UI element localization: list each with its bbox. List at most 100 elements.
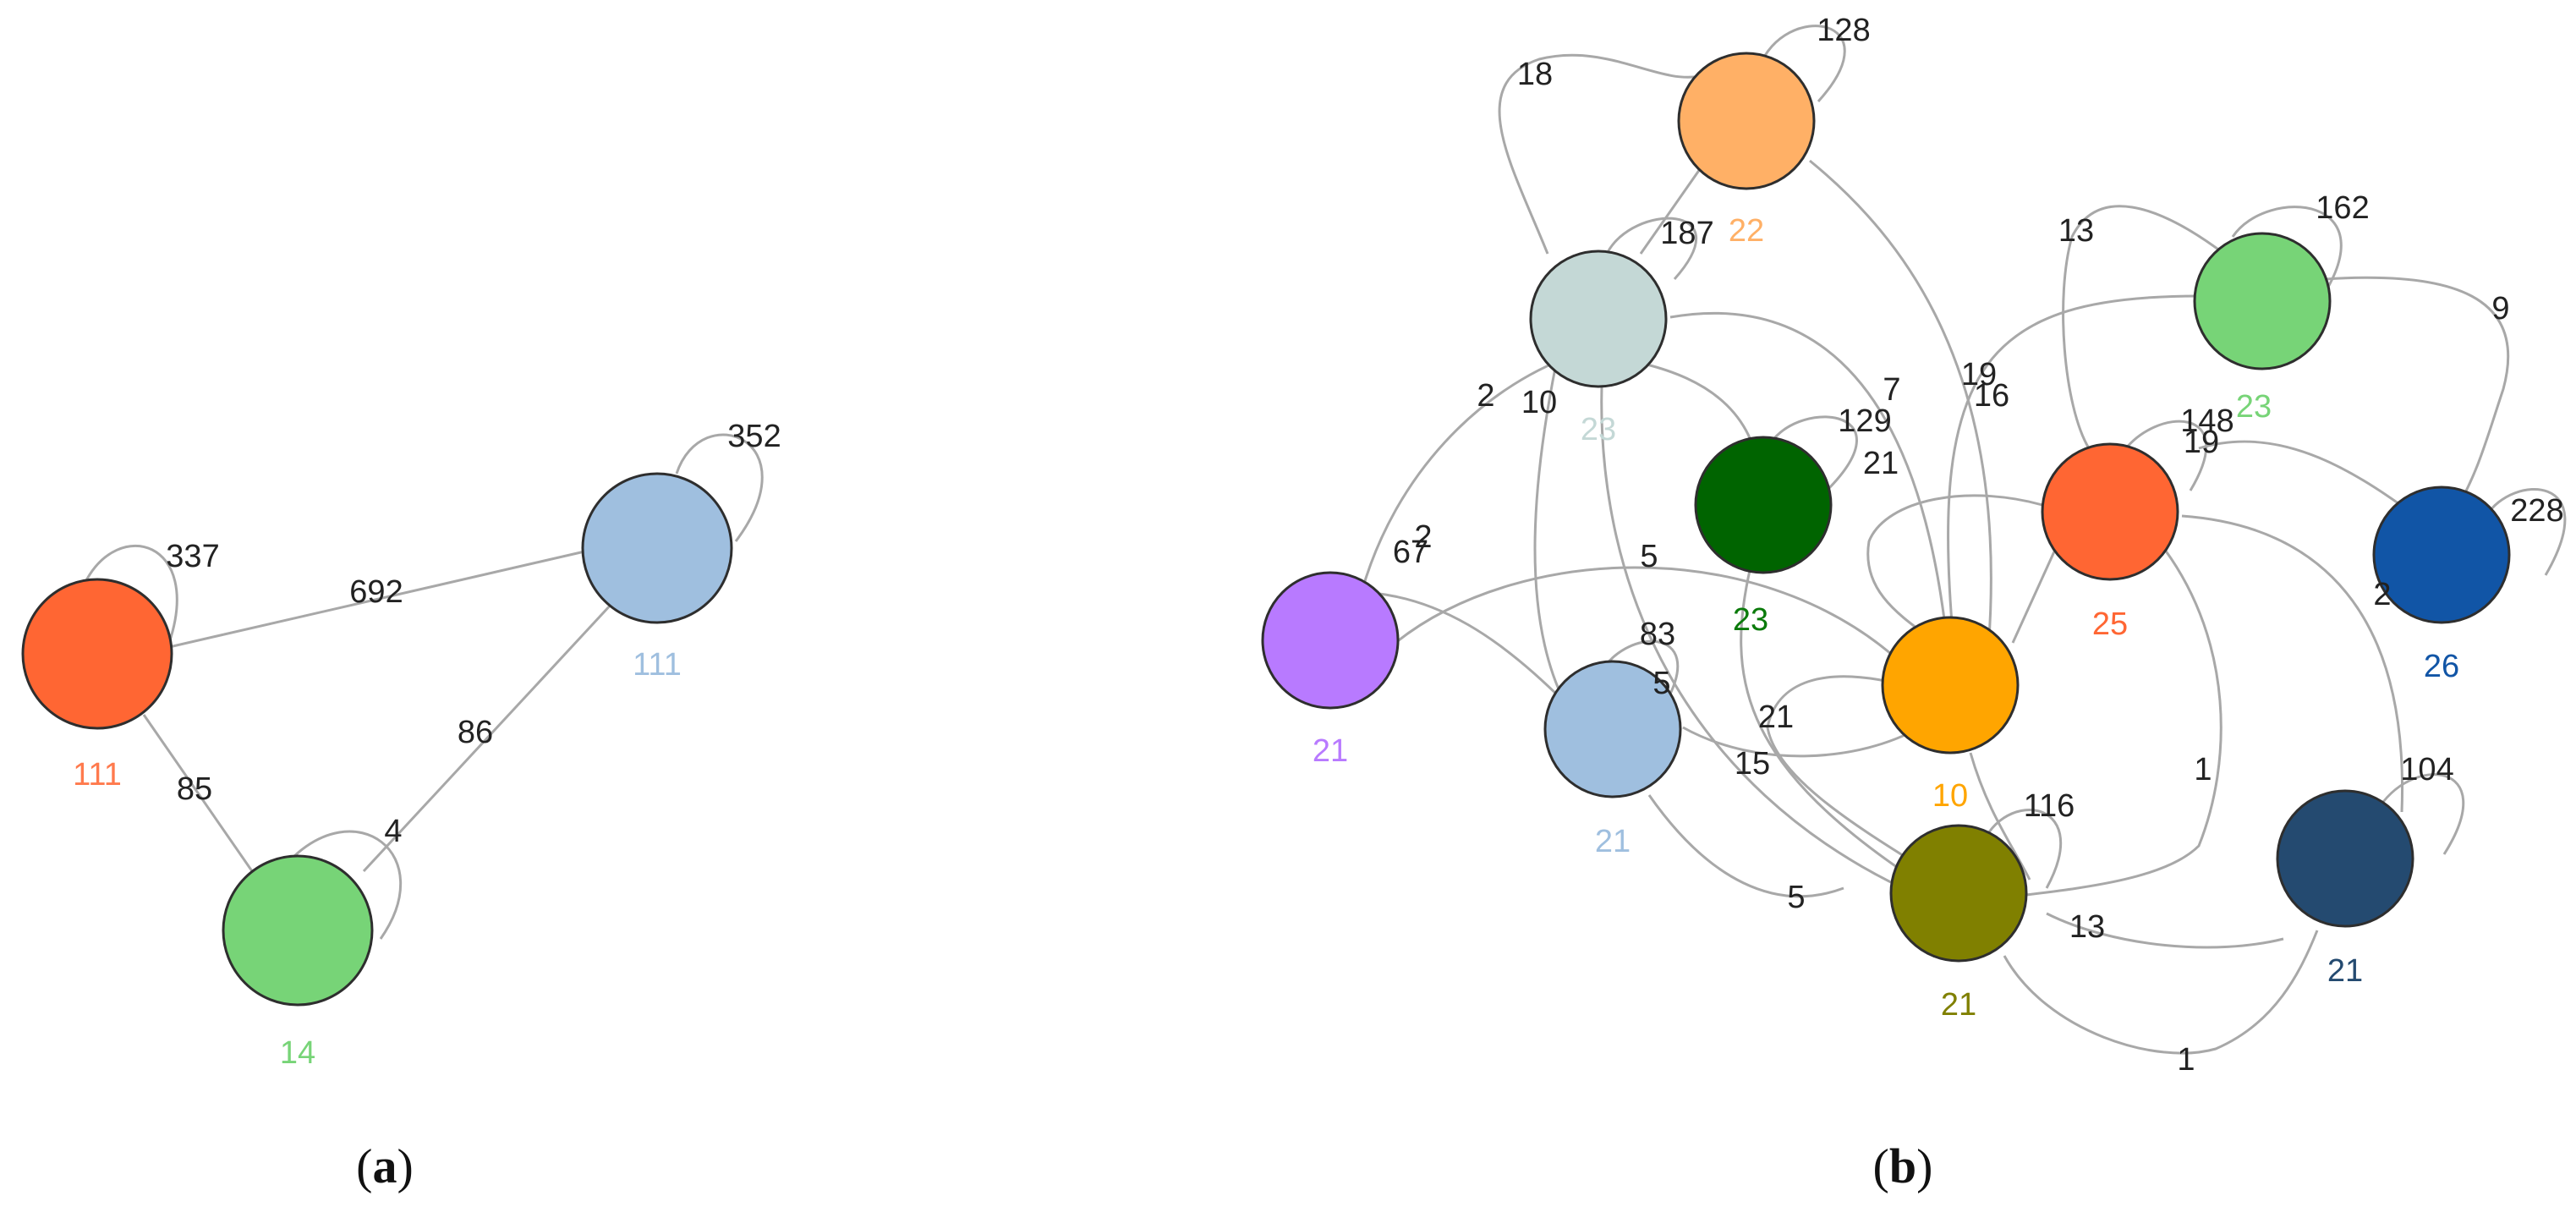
edge-lightblue-yellow: [1682, 726, 1921, 758]
node-lightblue: [1543, 660, 1682, 798]
edge-darkgreen-olive: [1740, 566, 1904, 873]
panel-a: 337 352 692 86 85 4 111 111 14 (a): [21, 419, 781, 1193]
weight-label: 16: [1974, 378, 2009, 414]
weight-label: 10: [1521, 385, 1557, 420]
edge-olive-navy-1: [2003, 930, 2319, 1055]
weight-label: 13: [2058, 213, 2094, 249]
edge-red-blue: [168, 548, 593, 649]
node-navy: [2276, 789, 2414, 928]
weight-label: 19: [2184, 425, 2219, 460]
edge-orange-gray: [1639, 168, 1702, 255]
weight-label: 7: [1883, 372, 1900, 408]
edge-olive-navy-13: [2046, 912, 2284, 949]
edge-lightgreen-yellow: [1947, 294, 2200, 644]
node-label-navy: 21: [2327, 953, 2363, 989]
weight-label: 5: [1640, 539, 1658, 574]
node-label-yellow: 10: [1932, 778, 1968, 814]
edge-gray-lightblue-10: [1533, 363, 1566, 703]
weight-label: 15: [1735, 746, 1770, 782]
weight-85: 85: [177, 771, 212, 807]
edge-yellow-self-loop: [1766, 675, 1929, 873]
weight-label: 187: [1660, 216, 1713, 251]
node-label-orange: 22: [1729, 213, 1764, 249]
node-label-red: 111: [73, 757, 122, 793]
panel-label-b: (b): [1873, 1138, 1933, 1193]
node-label-gray: 23: [1581, 412, 1616, 447]
edge-darkgreen-red: [1866, 494, 2052, 645]
weight-692: 692: [349, 574, 403, 610]
node-label-lightgreen: 23: [2236, 389, 2272, 425]
node-label-blue: 111: [633, 647, 682, 683]
weight-label: 19: [1961, 357, 1997, 392]
node-label-darkgreen: 23: [1733, 602, 1768, 638]
weight-337: 337: [166, 539, 219, 574]
weight-label: 116: [2024, 788, 2075, 824]
edge-red-yellow: [2011, 549, 2057, 644]
edge-gray-purple: [1360, 354, 1574, 593]
weight-label: 228: [2510, 493, 2563, 529]
weight-label: 9: [2491, 291, 2509, 326]
node-yellow: [1881, 616, 2020, 754]
node-gray: [1529, 250, 1668, 388]
edge-orange-self: [1757, 25, 1846, 103]
edge-red-navy: [2181, 514, 2404, 813]
node-label-lightblue: 21: [1595, 824, 1631, 859]
weight-label: 2: [1414, 519, 1432, 555]
edge-yellow-olive: [1969, 752, 2031, 881]
weight-label: 18: [1517, 57, 1553, 92]
self-loop-red: [83, 544, 178, 644]
node-label-blue: 26: [2424, 649, 2459, 684]
weight-label: 1: [2177, 1042, 2195, 1078]
edge-lightgreen-red: [2062, 205, 2225, 449]
weight-label: 5: [1652, 666, 1670, 701]
self-loop-blue: [675, 433, 764, 542]
node-red: [2041, 442, 2179, 581]
node-blue: [581, 472, 733, 624]
weight-label: 2: [2373, 577, 2391, 612]
panel-b: 22 23 23 23 25 26 21 10 21 21 21 128 18 …: [1261, 13, 2567, 1193]
panel-label-b-letter: b: [1889, 1138, 1916, 1193]
node-lightgreen: [2193, 232, 2332, 370]
weight-label: 67: [1393, 535, 1428, 570]
node-darkgreen: [1694, 436, 1833, 574]
node-label-olive: 21: [1941, 987, 1976, 1023]
edge-red-olive: [2012, 549, 2222, 898]
edge-darkgreen-self: [1766, 415, 1858, 492]
node-green: [222, 854, 374, 1007]
weight-label: 162: [2316, 190, 2369, 226]
weight-label: 13: [2069, 909, 2105, 945]
edge-gray-self: [1605, 217, 1698, 280]
node-label-purple: 21: [1313, 733, 1348, 769]
node-orange: [1677, 52, 1816, 190]
node-label-red: 25: [2092, 606, 2128, 642]
weight-label: 21: [1863, 446, 1899, 481]
weight-label: 2: [1477, 378, 1494, 414]
weight-label: 128: [1817, 13, 1870, 48]
edge-red-green: [142, 714, 260, 881]
weight-label: 148: [2180, 403, 2233, 439]
self-loop-green: [286, 830, 403, 940]
edge-orange-yellow: [1809, 159, 1992, 661]
edge-lightblue-olive: [1647, 794, 1844, 898]
edge-red-self: [2121, 420, 2208, 491]
edge-purple-lightblue: [1352, 590, 1566, 704]
node-red: [21, 578, 173, 730]
edge-navy-self: [2375, 773, 2465, 855]
weight-label: 129: [1838, 403, 1891, 439]
edge-gray-orange-18: [1498, 53, 1701, 255]
weight-label: 1: [2194, 752, 2212, 787]
node-blue: [2372, 486, 2511, 624]
weight-352: 352: [727, 419, 781, 454]
panel-label-a: (a): [356, 1138, 414, 1193]
edge-purple-yellow: [1395, 566, 1917, 678]
edge-gray-yellow: [1669, 311, 1947, 627]
node-purple: [1261, 571, 1400, 710]
edge-lightgreen-blue: [2325, 276, 2510, 517]
panel-label-a-letter: a: [373, 1138, 397, 1193]
weight-4: 4: [384, 814, 402, 849]
edge-blue-self: [2485, 487, 2567, 576]
edge-lightblue-self: [1597, 639, 1680, 703]
weight-label: 21: [1758, 700, 1794, 735]
edge-green-blue: [362, 578, 636, 873]
